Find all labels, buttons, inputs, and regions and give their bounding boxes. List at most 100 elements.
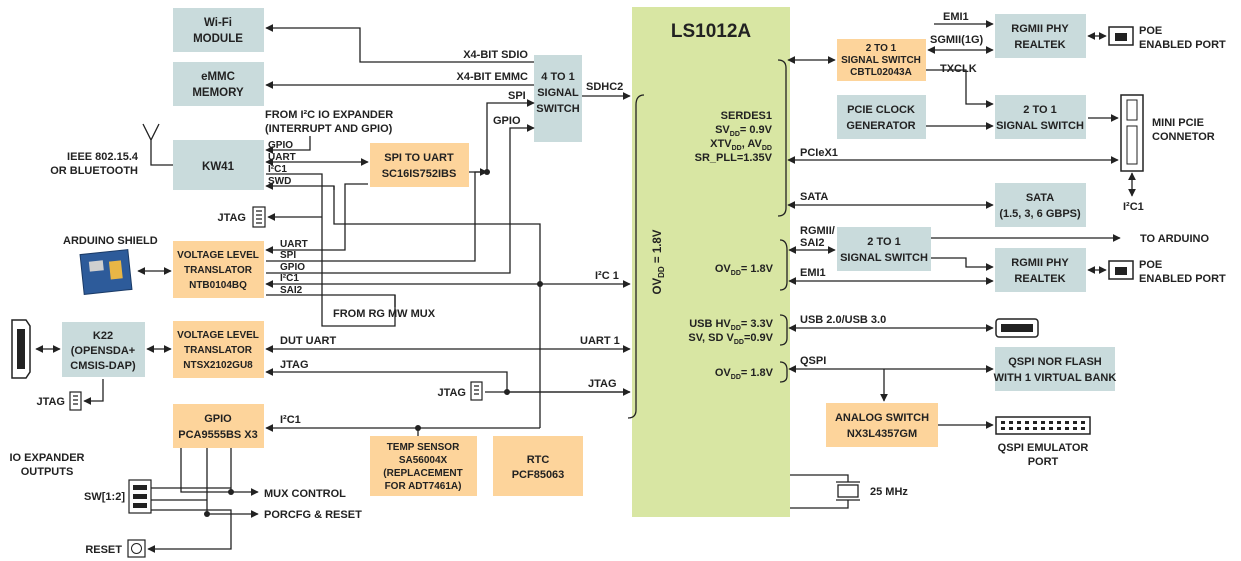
qspi-nor-line2: WITH 1 VIRTUAL BANK xyxy=(994,372,1117,384)
temp-line3: (REPLACEMENT xyxy=(383,468,462,479)
jtag-label-k22: JTAG xyxy=(36,396,65,408)
usb-sv-label: SV, SD VDD=0.9V xyxy=(688,332,773,346)
temp-line4: FOR ADT7461A) xyxy=(385,481,462,492)
emi1-top-label: EMI1 xyxy=(943,11,969,23)
spi-uart-line1: SPI TO UART xyxy=(384,152,454,164)
porcfg-reset-label: PORCFG & RESET xyxy=(264,509,362,521)
sw2a-line2: SIGNAL SWITCH xyxy=(841,55,921,66)
vlt1-line3: NTB0104BQ xyxy=(189,280,247,291)
qspi-nor-line1: QSPI NOR FLASH xyxy=(1008,356,1102,368)
i2c1-gpio-label: I²C1 xyxy=(280,414,301,426)
sw2a-line1: 2 TO 1 xyxy=(866,43,897,54)
gpio-expander-block xyxy=(173,404,264,448)
serdes-sv-label: SVDD= 0.9V xyxy=(715,124,773,138)
poe-top-line1: POE xyxy=(1139,25,1162,37)
spi-label: SPI xyxy=(508,90,526,102)
rgmii-phy-bottom-block xyxy=(995,248,1086,292)
poe-top-line2: ENABLED PORT xyxy=(1139,39,1226,51)
pciex1-label: PCIeX1 xyxy=(800,147,838,159)
qspi-label: QSPI xyxy=(800,355,826,367)
usb-connector-icon xyxy=(12,320,30,378)
jtag-label-top: JTAG xyxy=(217,212,246,224)
crystal-label: 25 MHz xyxy=(870,486,908,498)
qspi-emulator-line1: QSPI EMULATOR xyxy=(998,442,1089,454)
vlt2-line3: NTSX2102GU8 xyxy=(183,360,253,371)
crystal-icon xyxy=(790,475,860,508)
x4-emmc-label: X4-BIT EMMC xyxy=(457,71,529,83)
pcieclk-line1: PCIE CLOCK xyxy=(847,104,915,116)
mini-pcie-line1: MINI PCIE xyxy=(1152,117,1204,129)
phy-bot-line1: RGMII PHY xyxy=(1011,257,1069,269)
vlt1-pin-uart: UART xyxy=(280,239,308,250)
gpio-exp-line2: PCA9555BS X3 xyxy=(178,429,258,441)
emmc-memory-block xyxy=(173,62,264,106)
sw4-line2: SIGNAL xyxy=(537,87,579,99)
wifi-module-block xyxy=(173,8,264,52)
vlt1-line2: TRANSLATOR xyxy=(184,265,253,276)
vlt2-line1: VOLTAGE LEVEL xyxy=(177,330,259,341)
qspi-emulator-port-icon xyxy=(996,417,1090,434)
sw2a-line3: CBTL02043A xyxy=(850,67,912,78)
poe-bot-line2: ENABLED PORT xyxy=(1139,273,1226,285)
dip-switch-icon xyxy=(129,480,151,513)
sw2b-line1: 2 TO 1 xyxy=(1023,104,1056,116)
gpio-exp-line1: GPIO xyxy=(204,413,232,425)
txclk-label: TXCLK xyxy=(940,63,977,75)
x4-sdio-label: X4-BIT SDIO xyxy=(463,49,528,61)
emmc-line1: eMMC xyxy=(201,71,235,83)
vlt1-pin-spi: SPI xyxy=(280,250,296,261)
from-i2c-expander-line1: FROM I²C IO EXPANDER xyxy=(265,109,393,121)
phy-top-line1: RGMII PHY xyxy=(1011,23,1069,35)
phy-bot-line2: REALTEK xyxy=(1014,273,1065,285)
emmc-line2: MEMORY xyxy=(192,87,244,99)
soc-ovdd-label: OVDD = 1.8V xyxy=(652,229,666,294)
jtag-vlt2-label: JTAG xyxy=(280,359,309,371)
sw2c-line2: SIGNAL SWITCH xyxy=(840,252,928,264)
vlt1-line1: VOLTAGE LEVEL xyxy=(177,250,259,261)
phy-top-line2: REALTEK xyxy=(1014,39,1065,51)
arduino-shield-label: ARDUINO SHIELD xyxy=(63,235,158,247)
vlt2-line2: TRANSLATOR xyxy=(184,345,253,356)
analog-line1: ANALOG SWITCH xyxy=(835,412,929,424)
sgmii-label: SGMII(1G) xyxy=(930,34,984,46)
sw2b-line2: SIGNAL SWITCH xyxy=(996,120,1084,132)
k22-line1: K22 xyxy=(93,330,113,342)
analog-switch-block xyxy=(826,403,938,447)
switch-2to1-rgmii-block xyxy=(837,227,931,271)
poe-bot-line1: POE xyxy=(1139,259,1162,271)
ovdd-a-label: OVDD= 1.8V xyxy=(715,263,774,277)
qspi-nor-block xyxy=(995,347,1115,391)
arduino-board-icon xyxy=(80,250,132,295)
sata-block xyxy=(995,183,1086,227)
i2c1-bus-label: I²C 1 xyxy=(595,270,619,282)
reset-label: RESET xyxy=(85,544,122,556)
vlt1-pin-gpio: GPIO xyxy=(280,262,305,273)
io-exp-outputs-line2: OUTPUTS xyxy=(21,466,74,478)
rgmii-phy-top-block xyxy=(995,14,1086,58)
dut-uart-label: DUT UART xyxy=(280,335,336,347)
serdes-dd-sub: DD xyxy=(730,131,740,138)
kw41-label: KW41 xyxy=(202,161,235,173)
ethernet-port-top-icon xyxy=(1109,27,1133,45)
usb-bus-label: USB 2.0/USB 3.0 xyxy=(800,314,886,326)
soc-title: LS1012A xyxy=(671,21,752,42)
sdhc2-label: SDHC2 xyxy=(586,81,623,93)
usb-port-icon xyxy=(996,319,1038,337)
jtag-connector-mid-icon xyxy=(471,382,482,400)
io-exp-outputs-line1: IO EXPANDER xyxy=(10,452,85,464)
from-i2c-expander-line2: (INTERRUPT AND GPIO) xyxy=(265,123,393,135)
ovdd-b-label: OVDD= 1.8V xyxy=(715,367,774,381)
to-arduino-label: TO ARDUINO xyxy=(1140,233,1210,245)
spi-to-uart-block xyxy=(370,143,469,187)
spi-uart-line2: SC16IS752IBS xyxy=(382,168,457,180)
sata-line1: SATA xyxy=(1026,192,1054,204)
qspi-emulator-line2: PORT xyxy=(1028,456,1059,468)
jtag-connector-k22-icon xyxy=(70,392,81,410)
svg-text:OVDD = 1.8V: OVDD = 1.8V xyxy=(652,229,666,294)
k22-line3: CMSIS-DAP) xyxy=(70,360,136,372)
rtc-block xyxy=(493,436,583,496)
sata-line2: (1.5, 3, 6 GBPS) xyxy=(999,208,1081,220)
ieee-line1: IEEE 802.15.4 xyxy=(67,151,139,163)
vlt1-pin-i2c1: I²C1 xyxy=(280,273,299,284)
